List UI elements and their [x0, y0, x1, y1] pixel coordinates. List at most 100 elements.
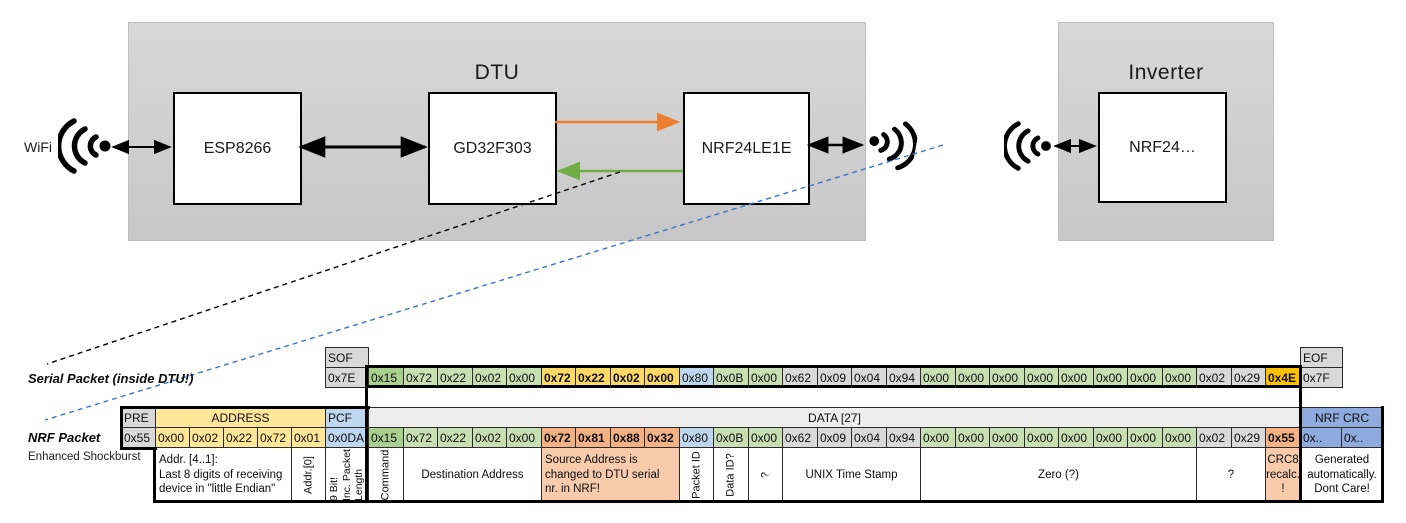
- nrf-byte-cell-13: 0x09: [817, 427, 852, 448]
- nrf-byte-cell-12: 0x62: [782, 427, 818, 448]
- serial-byte-cell-11: 0x00: [748, 367, 783, 388]
- serial-packet-label: Serial Packet (inside DTU!): [28, 371, 194, 386]
- annotation-command-text: Command: [379, 449, 392, 501]
- nrf-pre-byte: 0x55: [121, 427, 156, 448]
- nrf-annot-left-border: [153, 447, 156, 503]
- nrf-byte-cell-2: 0x22: [437, 427, 473, 448]
- nrf-address-header: ADDRESS: [155, 407, 326, 428]
- nrf-address-byte-3: 0x72: [257, 427, 292, 448]
- annotation-addr0-text: Addr.[0]: [301, 456, 314, 494]
- annotation-source: Source Address is changed to DTU serial …: [541, 447, 680, 503]
- nrf-pcf-header: PCF: [325, 407, 369, 428]
- annotation-zero-text: Zero (?): [1038, 468, 1079, 481]
- annotation-data_id-text: Data ID?: [724, 453, 737, 497]
- annotation-unix: UNIX Time Stamp: [782, 447, 921, 503]
- annotation-crc8: CRC8 recalc. !: [1265, 447, 1301, 503]
- enhanced-shockburst-label: Enhanced Shockburst: [28, 451, 141, 463]
- annotation-addr41: Addr. [4..1]: Last 8 digits of receiving…: [155, 447, 292, 503]
- annotation-pcf_len-text: 9 Bit! Inc. Packet Length: [328, 449, 366, 501]
- nrf-pcf-byte: 0x0DA: [325, 427, 369, 448]
- nrf-crc-byte-0: 0x..: [1300, 427, 1342, 448]
- nrf-packet-label: NRF Packet: [28, 430, 101, 445]
- nrf-table-right-border: [1381, 406, 1384, 503]
- serial-byte-cell-3: 0x02: [472, 367, 507, 388]
- data-span-left-border: [365, 365, 368, 503]
- annotation-source-text: Source Address is changed to DTU serial …: [545, 453, 660, 496]
- annotation-generated: Generated automatically. Dont Care!: [1300, 447, 1384, 503]
- nrf-byte-cell-6: 0x81: [575, 427, 611, 448]
- wifi-icon-inverter: [1004, 118, 1054, 174]
- annotation-unix-text: UNIX Time Stamp: [805, 468, 898, 481]
- serial-data-top-border: [366, 365, 1302, 368]
- annotation-dest: Destination Address: [403, 447, 542, 503]
- serial-byte-cell-21: 0x00: [1093, 367, 1128, 388]
- annotation-q1: ?: [748, 447, 783, 503]
- dtu-title: DTU: [474, 61, 520, 84]
- annotation-crc8-text: CRC8 recalc. !: [1266, 453, 1300, 496]
- nrf-byte-cell-20: 0x00: [1058, 427, 1094, 448]
- nrf-data-header: DATA [27]: [368, 407, 1301, 428]
- nrf-byte-cell-23: 0x00: [1162, 427, 1197, 448]
- nrf-byte-cell-16: 0x00: [920, 427, 956, 448]
- nrf-byte-cell-18: 0x00: [989, 427, 1025, 448]
- nrf-table-left-border: [120, 406, 123, 450]
- annotation-dest-text: Destination Address: [421, 468, 524, 481]
- annotation-data_id: Data ID?: [713, 447, 749, 503]
- nrf-pre-bottom-border: [120, 447, 157, 450]
- inverter-container-box: Inverter: [1058, 22, 1274, 241]
- data-span-right-border: [1299, 365, 1302, 503]
- nrf-byte-cell-19: 0x00: [1024, 427, 1059, 448]
- nrf-byte-cell-5: 0x72: [541, 427, 576, 448]
- annotation-zero: Zero (?): [920, 447, 1197, 503]
- nrf-byte-cell-11: 0x00: [748, 427, 783, 448]
- annotation-packet_id-text: Packet ID: [689, 451, 702, 499]
- nrf-byte-cell-10: 0x0B: [713, 427, 749, 448]
- serial-eof-byte: 0x7F: [1300, 367, 1343, 388]
- inverter-nrf24-box: NRF24…: [1098, 92, 1227, 203]
- nrf-table-bottom-border: [153, 500, 1384, 503]
- nrf-byte-cell-26: 0x55: [1265, 427, 1301, 448]
- nrf-pre-header: PRE: [121, 407, 156, 428]
- nrf-byte-cell-15: 0x94: [886, 427, 921, 448]
- serial-byte-cell-2: 0x22: [437, 367, 473, 388]
- serial-byte-cell-17: 0x00: [955, 367, 990, 388]
- nrf-byte-cell-22: 0x00: [1127, 427, 1163, 448]
- annotation-pcf_len: 9 Bit! Inc. Packet Length: [325, 447, 369, 503]
- nrf-address-byte-0: 0x00: [155, 427, 190, 448]
- nrf-crc-header: NRF CRC: [1300, 407, 1384, 428]
- nrf-byte-cell-8: 0x32: [644, 427, 680, 448]
- serial-byte-cell-20: 0x00: [1058, 367, 1094, 388]
- annotation-packet_id: Packet ID: [679, 447, 714, 503]
- nrf-byte-cell-4: 0x00: [506, 427, 542, 448]
- nrf-byte-cell-0: 0x15: [368, 427, 404, 448]
- annotation-generated-text: Generated automatically. Dont Care!: [1307, 453, 1377, 496]
- serial-data-bottom-border: [366, 385, 1302, 388]
- nrf-table-top-border: [120, 406, 370, 409]
- serial-byte-cell-15: 0x94: [886, 367, 921, 388]
- nrf-byte-cell-14: 0x04: [851, 427, 887, 448]
- serial-eof-header: EOF: [1300, 347, 1343, 368]
- serial-byte-cell-12: 0x62: [782, 367, 818, 388]
- nrf-byte-cell-1: 0x72: [403, 427, 438, 448]
- nrf-byte-cell-24: 0x02: [1196, 427, 1232, 448]
- nrf-address-byte-2: 0x22: [223, 427, 258, 448]
- nrf-crc-byte-1: 0x..: [1341, 427, 1384, 448]
- nrf-address-byte-4: 0x01: [291, 427, 326, 448]
- annotation-q1-text: ?: [758, 471, 771, 479]
- nrf-byte-cell-21: 0x00: [1093, 427, 1128, 448]
- nrf-address-byte-1: 0x02: [189, 427, 224, 448]
- inverter-nrf24-label: NRF24…: [1129, 138, 1196, 156]
- nrf-byte-cell-7: 0x88: [610, 427, 645, 448]
- annotation-addr0: Addr.[0]: [291, 447, 326, 503]
- nrf-byte-cell-3: 0x02: [472, 427, 507, 448]
- annotation-q2-text: ?: [1227, 468, 1235, 481]
- annotation-command: Command: [368, 447, 404, 503]
- serial-sof-byte: 0x7E: [325, 367, 369, 388]
- annotation-q2: ?: [1196, 447, 1266, 503]
- nrf-byte-cell-17: 0x00: [955, 427, 990, 448]
- nrf-byte-cell-9: 0x80: [679, 427, 714, 448]
- serial-sof-header: SOF: [325, 347, 369, 368]
- annotation-addr41-text: Addr. [4..1]: Last 8 digits of receiving…: [159, 453, 283, 496]
